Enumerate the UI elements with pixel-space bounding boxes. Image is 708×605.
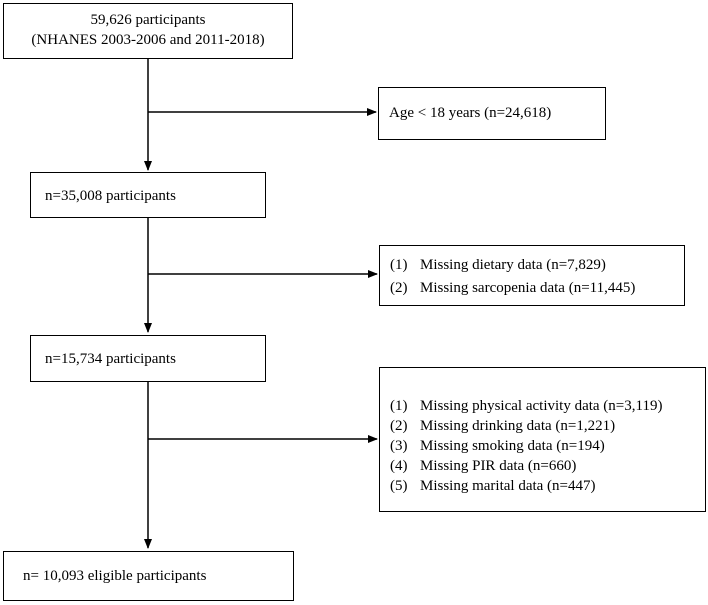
- exclusion-box-dietary: (1)Missing dietary data (n=7,829) (2)Mis…: [379, 245, 685, 306]
- step3-box: n=15,734 participants: [30, 335, 266, 382]
- step2-text: n=35,008 participants: [45, 188, 176, 204]
- list-item: (3)Missing smoking data (n=194): [390, 438, 605, 454]
- final-text: n= 10,093 eligible participants: [23, 568, 207, 584]
- final-box: n= 10,093 eligible participants: [3, 551, 294, 601]
- start-box: 59,626 participants (NHANES 2003-2006 an…: [3, 3, 293, 59]
- exclusion-age-text: Age < 18 years (n=24,618): [389, 105, 552, 121]
- start-count: 59,626 participants: [90, 12, 206, 28]
- start-source: (NHANES 2003-2006 and 2011-2018): [31, 32, 265, 48]
- step2-box: n=35,008 participants: [30, 172, 266, 218]
- exclusion-box-age: Age < 18 years (n=24,618): [378, 87, 606, 140]
- list-item: (1)Missing physical activity data (n=3,1…: [390, 398, 663, 414]
- list-item: (4)Missing PIR data (n=660): [390, 458, 577, 474]
- step3-text: n=15,734 participants: [45, 351, 176, 367]
- exclusion-box-covariates: (1)Missing physical activity data (n=3,1…: [379, 367, 706, 512]
- list-item: (2)Missing drinking data (n=1,221): [390, 418, 616, 434]
- list-item: (1)Missing dietary data (n=7,829): [390, 257, 606, 273]
- list-item: (5)Missing marital data (n=447): [390, 478, 596, 494]
- list-item: (2)Missing sarcopenia data (n=11,445): [390, 280, 636, 296]
